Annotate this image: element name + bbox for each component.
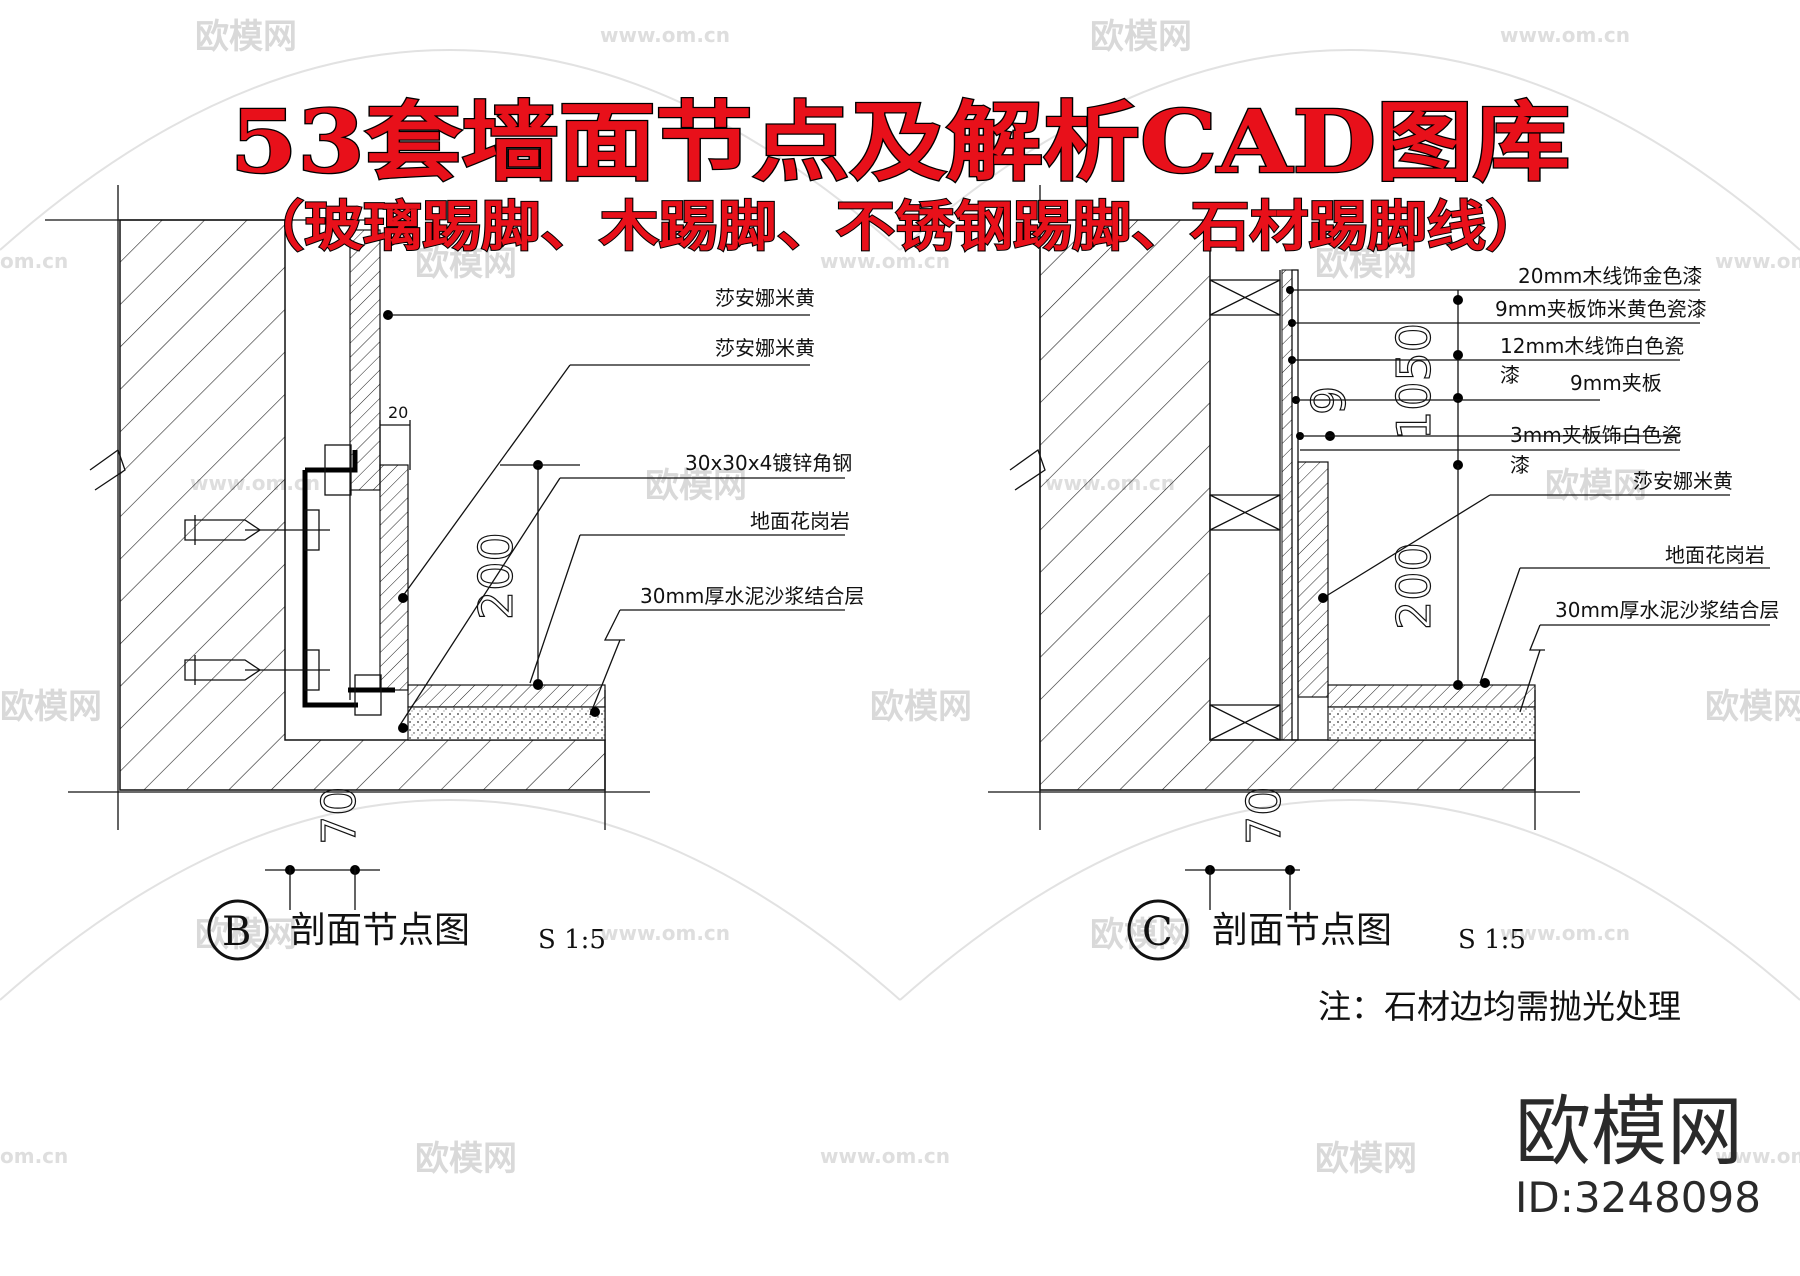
stone-skirting [1297,461,1329,698]
label-wood-white-2: 漆 [1500,363,1520,387]
watermark-url: www.om.cn [820,249,950,273]
caption-text: 剖面节点图 [1212,910,1392,951]
label-mortar: 30mm厚水泥沙浆结合层 [1555,598,1779,622]
watermark-url: om.cn [0,1144,68,1168]
watermark-url: www.om.cn [820,1144,950,1168]
watermark-text: 欧模网 [0,687,102,727]
caption-circle [1127,899,1189,961]
watermark-url: om.cn [0,249,68,273]
section-drawing-b: 200 20 70 B 剖面节点图 S 1:5 莎安娜米黄 莎安娜米黄 30x3… [45,185,864,961]
sub-title: （玻璃踢脚、木踢脚、不锈钢踢脚、石材踢脚线） [245,194,1545,258]
watermark-text: 欧模网 [415,244,517,284]
mortar-bed [407,706,606,741]
label-plywood-beige: 9mm夹板饰米黄色瓷漆 [1495,297,1707,321]
watermark-url: www.om.cn [1715,249,1800,273]
label-floor-granite: 地面花岗岩 [1665,543,1765,567]
dim-bottom: 70 [312,786,366,845]
watermark-text: 欧模网 [1545,466,1647,506]
title-block: 53套墙面节点及解析CAD图库 （玻璃踢脚、木踢脚、不锈钢踢脚、石材踢脚线） [229,91,1572,259]
label-plywood: 9mm夹板 [1570,371,1662,395]
label-wood-white: 12mm木线饰白色瓷 [1500,334,1684,358]
label-floor-granite: 地面花岗岩 [750,509,850,533]
anchor-bolts [184,444,382,716]
watermark-text: 欧模网 [1090,17,1192,57]
label-stone: 莎安娜米黄 [1633,469,1733,493]
watermark-text: 欧模网 [645,466,747,506]
watermark-url: www.om.cn [1500,921,1630,945]
main-title: 53套墙面节点及解析CAD图库 [230,92,1570,193]
break-mark [1009,448,1046,491]
watermark-layer: 欧模网 www.om.cn 欧模网 www.om.cn om.cn 欧模网 ww… [0,17,1800,1179]
leaders [1286,286,1770,713]
watermark-item: 欧模网 www.om.cn 欧模网 www.om.cn om.cn 欧模网 ww… [0,17,1800,1179]
watermark-text: 欧模网 [195,915,297,955]
label-thin-plywood: 3mm夹板饰白色瓷 [1510,423,1682,447]
caption-scale: S 1:5 [1458,925,1526,955]
plywood-layer [1281,269,1293,741]
brand-name: 欧模网 [1515,1087,1743,1176]
watermark-url: www.om.cn [1715,1144,1800,1168]
stone-skirting [379,464,409,691]
brand-id: ID:3248098 [1515,1173,1761,1222]
label-thin-plywood-2: 漆 [1510,453,1530,477]
watermark-text: 欧模网 [1315,1139,1417,1179]
watermark-url: www.om.cn [600,23,730,47]
label-mortar: 30mm厚水泥沙浆结合层 [640,584,864,608]
watermark-text: 欧模网 [415,1139,517,1179]
dim-top: 1050 [1387,323,1441,440]
caption-letter: B [222,909,251,955]
label-angle-steel: 30x30x4镀锌角钢 [685,451,852,475]
caption-text: 剖面节点图 [290,910,470,951]
floor-granite [407,684,606,708]
watermark-text: 欧模网 [1315,244,1417,284]
dim-small: 20 [388,403,408,422]
caption-circle [207,899,269,961]
section-drawing-c: 1050 9 200 70 C 剖面节点图 S 1:5 20mm木线饰金色漆 [988,185,1779,961]
dim-height: 200 [1387,542,1441,630]
label-stone-1: 莎安娜米黄 [715,286,815,310]
watermark-url: www.om.cn [1500,23,1630,47]
note-text: 注：石材边均需抛光处理 [1318,987,1681,1026]
caption-scale: S 1:5 [538,925,606,955]
watermark-text: 欧模网 [870,687,972,727]
watermark-url: www.om.cn [600,921,730,945]
floor-granite [1327,684,1536,708]
watermark-text: 欧模网 [1705,687,1800,727]
label-wood-gold: 20mm木线饰金色漆 [1518,264,1702,288]
watermark-text: 欧模网 [1090,915,1192,955]
label-stone-2: 莎安娜米黄 [715,336,815,360]
break-mark [89,448,126,491]
stone-cladding-upper [349,229,381,491]
mortar-bed [1327,706,1536,741]
dim-bottom: 70 [1237,786,1291,845]
dim-height: 200 [469,532,523,620]
wood-battens [1209,270,1281,741]
caption-letter: C [1142,909,1173,955]
watermark-arcs [0,49,1800,1001]
watermark-text: 欧模网 [195,17,297,57]
